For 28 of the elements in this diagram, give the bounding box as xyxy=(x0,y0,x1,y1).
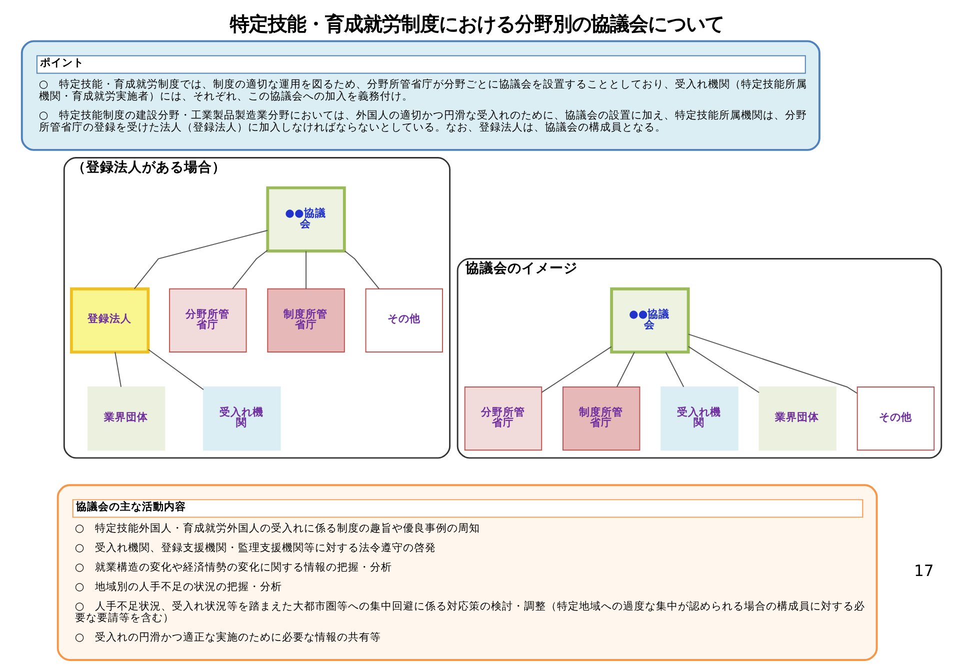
node-box: その他 xyxy=(856,386,934,451)
connector xyxy=(664,352,684,388)
node-box: 協議会の主な活動内容 ○ 特定技能外国人・育成就労外国人の受入れに係る制度の趣旨や優良事例の周知 ○ 受入れ機関、登録支援機関・監理支援機関等に対する法令遵守の啓発 ○ 就業構造の変化や経済情勢の変化に関する情報の把握・分析 ○ 地域別の人手不足の状況の把握・分析 ○ 人手不足状況、受入れ状況等を踏まえた大都市圏等への集中回避に係る対応策の検討・調整（特定地域への過度な集中が認められる場合の構成員に対する必要な要請等を含む） ○ 受入れの円滑かつ適正な実施のために必要な情報の共有等 xyxy=(56,484,878,661)
node-box: 分野所管省庁 xyxy=(168,288,246,353)
node-box: ポイント ○ 特定技能・育成就労制度では、制度の適切な運用を図るため、分野所管省庁が分野ごとに協議会を設置することとしており、受入れ機関（特定技能所属機関・育成就労実施者）には、それぞれ、この協議会への加入を義務付け。 ○ 特定技能制度の建設分野・工業製品製造業分野においては、外国人の適切かつ円滑な受入れのために、協議会の設置に加え、特定技能所属機関は、分野所管省庁の登録を受けた法人（登録法人）に加入しなければならないとしている。なお、登録法人は、協議会の構成員となる。 xyxy=(20,40,820,151)
node-box: 分野所管省庁 xyxy=(464,386,542,451)
connector xyxy=(687,346,760,394)
node-box: 業界団体 xyxy=(758,386,836,451)
node-box: 受入れ機関 xyxy=(202,386,280,451)
connector xyxy=(687,334,857,394)
diagram-title: 特定技能・育成就労制度における分野別の協議会について xyxy=(230,12,724,36)
connector xyxy=(616,352,634,388)
label: 17 xyxy=(914,562,934,580)
connector xyxy=(114,352,122,388)
connector xyxy=(133,230,268,290)
connector xyxy=(232,250,268,290)
node-box: 制度所管省庁 xyxy=(562,386,640,451)
node-box: 登録法人 xyxy=(69,287,150,354)
connector xyxy=(147,349,204,390)
node-box: 受入れ機関 xyxy=(660,386,738,451)
node-box: その他 xyxy=(364,288,442,353)
node-box: 業界団体 xyxy=(86,386,165,451)
node-box: 制度所管省庁 xyxy=(266,288,344,353)
node-box: ●●協議会 xyxy=(266,186,346,252)
connector xyxy=(540,346,612,393)
node-box: ●●協議会 xyxy=(610,287,690,354)
connector xyxy=(305,250,306,290)
connector xyxy=(344,250,380,290)
